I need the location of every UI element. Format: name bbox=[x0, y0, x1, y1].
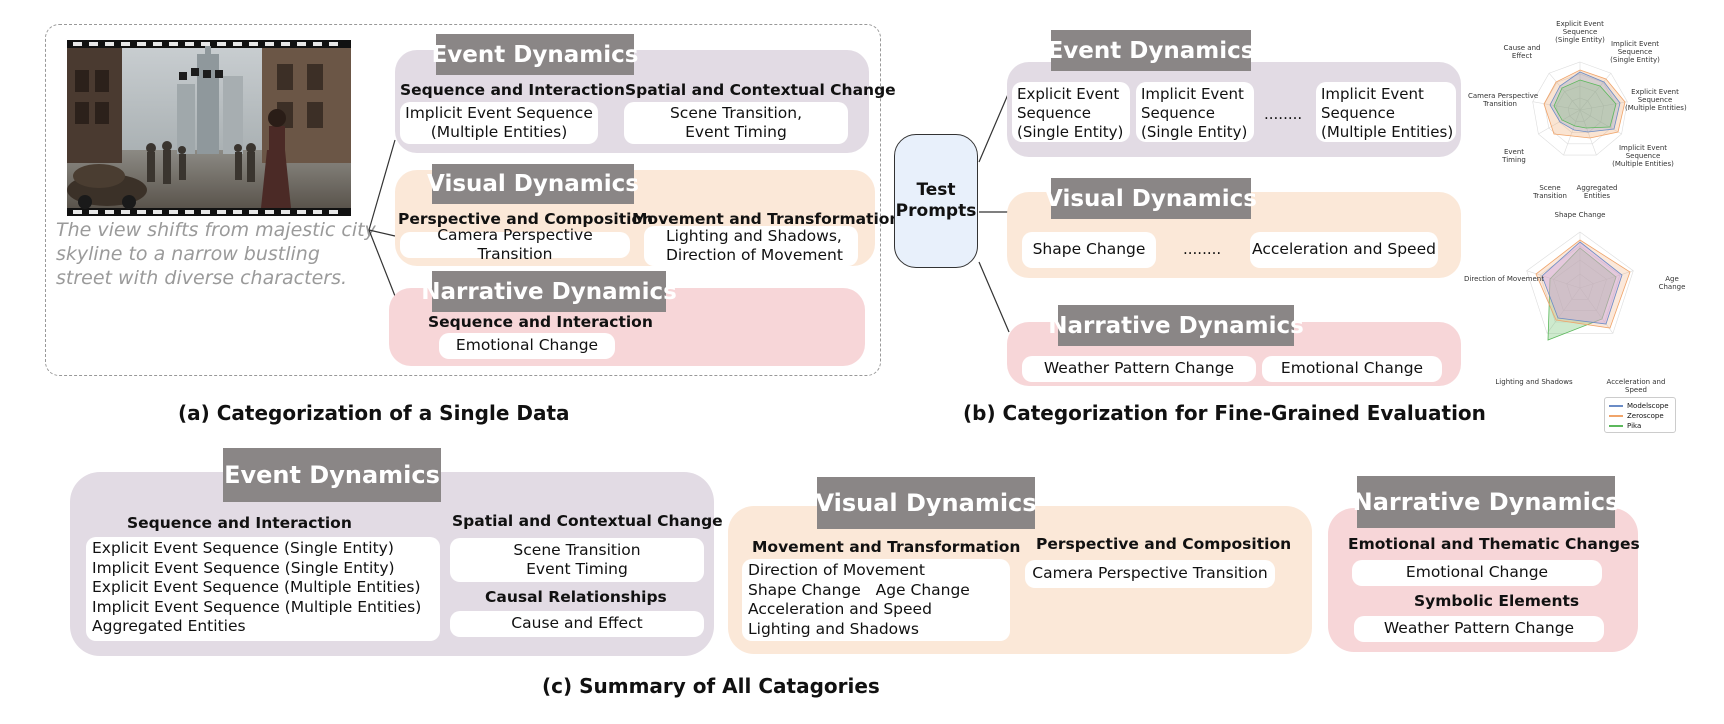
panel-b-caption: (b) Categorization for Fine-Grained Eval… bbox=[963, 401, 1486, 425]
panel-a-caption: (a) Categorization of a Single Data bbox=[178, 401, 570, 425]
panel-b-visual-ellipsis: ........ bbox=[1183, 240, 1222, 258]
panel-a-event-sub1: Sequence and Interaction bbox=[400, 81, 625, 99]
prompt-text: The view shifts from majestic city skyli… bbox=[56, 219, 376, 289]
panel-a-visual-box2: Lighting and Shadows, Direction of Movem… bbox=[644, 226, 858, 266]
panel-b-visual-header: Visual Dynamics bbox=[1045, 178, 1257, 219]
radar-bottom-label-0: Shape Change bbox=[1554, 211, 1606, 219]
panel-a-event-sub2: Spatial and Contextual Change bbox=[625, 81, 896, 99]
panel-b-event-header: Event Dynamics bbox=[1048, 30, 1254, 71]
panel-b-event-item1: Explicit Event Sequence (Single Entity) bbox=[1012, 82, 1130, 142]
panel-c-event-header: Event Dynamics bbox=[223, 448, 441, 502]
radar-bottom-label-2: Acceleration and Speed bbox=[1606, 378, 1666, 394]
panel-a-event-box2: Scene Transition, Event Timing bbox=[624, 102, 848, 144]
panel-a-narrative-box1: Emotional Change bbox=[439, 333, 615, 359]
panel-a-event-header: Event Dynamics bbox=[432, 34, 638, 75]
radar-bottom-label-3: Lighting and Shadows bbox=[1495, 378, 1573, 386]
panel-c-visual-sub1: Movement and Transformation bbox=[752, 538, 1021, 556]
radar-bottom-label-1: Age Change bbox=[1658, 275, 1686, 291]
legend-item-pika: Pika bbox=[1609, 421, 1671, 431]
panel-c-visual-header: Visual Dynamics bbox=[815, 477, 1037, 529]
panel-c-narrative-list2: Weather Pattern Change bbox=[1354, 616, 1604, 642]
legend-item-modelscope: Modelscope bbox=[1609, 401, 1671, 411]
panel-a-visual-header: Visual Dynamics bbox=[427, 164, 639, 204]
panel-b-visual-item1: Shape Change bbox=[1022, 232, 1156, 268]
panel-c-event-list1: Explicit Event Sequence (Single Entity) … bbox=[86, 537, 440, 641]
panel-c-narrative-list1: Emotional Change bbox=[1352, 560, 1602, 586]
radar-top-pika bbox=[1553, 79, 1617, 129]
radar-chart-bottom bbox=[1526, 231, 1634, 341]
video-frame-image bbox=[67, 40, 351, 216]
panel-b-narrative-header: Narrative Dynamics bbox=[1048, 305, 1304, 346]
panel-a-visual-sub2: Movement and Transformation bbox=[632, 210, 901, 228]
panel-b-narrative-item1: Weather Pattern Change bbox=[1022, 356, 1256, 382]
panel-b-event-item3: Implicit Event Sequence (Multiple Entiti… bbox=[1316, 82, 1456, 142]
panel-b-visual-item2: Acceleration and Speed bbox=[1250, 232, 1438, 268]
panel-c-event-sub3: Causal Relationships bbox=[485, 588, 667, 606]
panel-c-visual-list2: Camera Perspective Transition bbox=[1025, 560, 1275, 588]
radar-bottom-zeroscope bbox=[1535, 239, 1631, 329]
panel-c-narrative-sub1: Emotional and Thematic Changes bbox=[1348, 535, 1640, 553]
panel-a-connectors bbox=[368, 139, 396, 297]
radar-bottom-modelscope bbox=[1541, 241, 1623, 325]
test-prompts-line2: Prompts bbox=[895, 201, 977, 221]
panel-c-event-sub2: Spatial and Contextual Change bbox=[452, 512, 723, 530]
panel-b-connectors bbox=[978, 91, 1010, 333]
panel-a-visual-box1: Camera Perspective Transition bbox=[400, 226, 630, 263]
test-prompts-line1: Test bbox=[916, 180, 956, 200]
panel-b-event-ellipsis: ........ bbox=[1264, 105, 1303, 123]
panel-b-event-item2: Implicit Event Sequence (Single Entity) bbox=[1136, 82, 1254, 142]
panel-c-caption: (c) Summary of All Catagories bbox=[542, 674, 880, 698]
panel-c-visual-list1: Direction of Movement Shape Change Age C… bbox=[742, 559, 1010, 641]
panel-c-narrative-header: Narrative Dynamics bbox=[1353, 476, 1619, 528]
panel-c-event-sub1: Sequence and Interaction bbox=[127, 514, 352, 532]
panel-a-narrative-header: Narrative Dynamics bbox=[421, 271, 677, 312]
panel-a-visual-sub1: Perspective and Composition bbox=[398, 210, 654, 228]
legend-item-zeroscope: Zeroscope bbox=[1609, 411, 1671, 421]
panel-c-narrative-sub2: Symbolic Elements bbox=[1414, 592, 1580, 610]
panel-a-event-box1: Implicit Event Sequence (Multiple Entiti… bbox=[400, 102, 598, 144]
radar-bottom-label-4: Direction of Movement bbox=[1464, 275, 1544, 283]
panel-c-event-list2: Scene Transition Event Timing bbox=[450, 538, 704, 582]
panel-c-event-list3: Cause and Effect bbox=[450, 611, 704, 637]
radar-chart-top bbox=[1532, 61, 1628, 156]
panel-a-frame bbox=[45, 24, 881, 376]
test-prompts-box: Test Prompts bbox=[894, 134, 978, 268]
radar-top-modelscope bbox=[1549, 71, 1621, 133]
panel-a-narrative-sub1: Sequence and Interaction bbox=[428, 313, 653, 331]
radar-bottom-pika bbox=[1547, 247, 1617, 341]
radar-legend: Modelscope Zeroscope Pika bbox=[1604, 397, 1676, 433]
panel-c-visual-sub2: Perspective and Composition bbox=[1036, 535, 1292, 553]
panel-b-narrative-item2: Emotional Change bbox=[1262, 356, 1442, 382]
